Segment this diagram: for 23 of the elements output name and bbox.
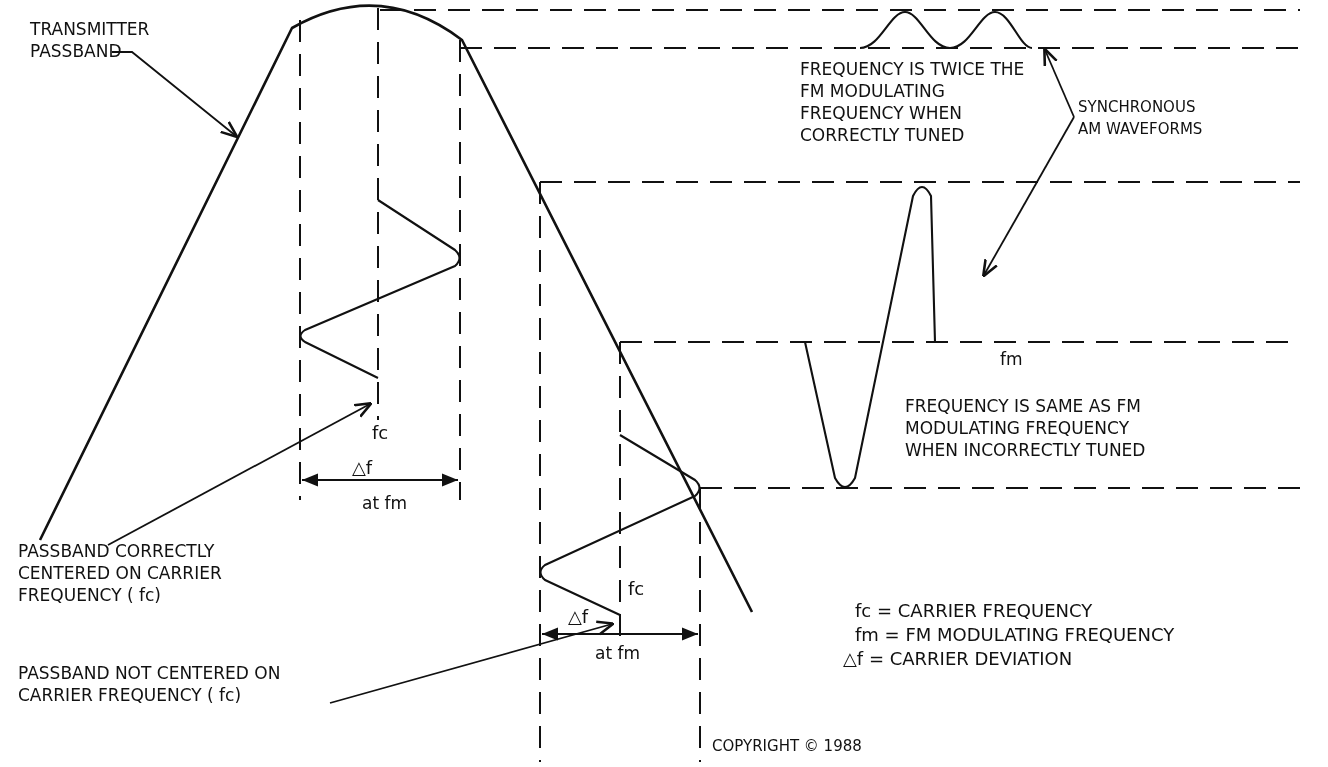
dimension-label: at fm: [595, 642, 641, 664]
dimension-label: △f: [352, 457, 373, 479]
leader-arrow: [329, 620, 615, 704]
callout-text: TRANSMITTER PASSBAND: [30, 18, 170, 62]
callout-text: PASSBAND CORRECTLY CENTERED ON CARRIER FREQUENCY ( fc): [18, 540, 246, 606]
leader-arrow: [107, 401, 373, 546]
note-text: FREQUENCY IS SAME AS FM MODULATING FREQUENCY WHEN INCORRECTLY TUNED: [905, 395, 1147, 461]
legend-text: fc = CARRIER FREQUENCY: [855, 600, 1093, 622]
callout-text: SYNCHRONOUS AM WAVEFORMS: [1078, 96, 1218, 140]
waveform: [859, 10, 1033, 50]
copyright-text: COPYRIGHT © 1988: [712, 736, 862, 757]
legend-text: fm = FM MODULATING FREQUENCY: [855, 624, 1175, 646]
symbol-label: fc: [372, 422, 389, 444]
note-text: FREQUENCY IS TWICE THE FM MODULATING FREQUENCY WHEN CORRECTLY TUNED: [800, 58, 1026, 146]
symbol-label: fm: [1000, 348, 1023, 370]
callout-text: PASSBAND NOT CENTERED ON CARRIER FREQUENCY ( fc): [18, 662, 318, 706]
dimension-label: at fm: [362, 492, 408, 514]
legend-text: △f = CARRIER DEVIATION: [843, 648, 1073, 670]
leader-arrow: [1043, 47, 1075, 118]
leader-arrow: [981, 116, 1075, 278]
symbol-label: fc: [628, 578, 645, 600]
dimension-label: △f: [568, 606, 589, 628]
leader-arrow: [111, 51, 239, 139]
